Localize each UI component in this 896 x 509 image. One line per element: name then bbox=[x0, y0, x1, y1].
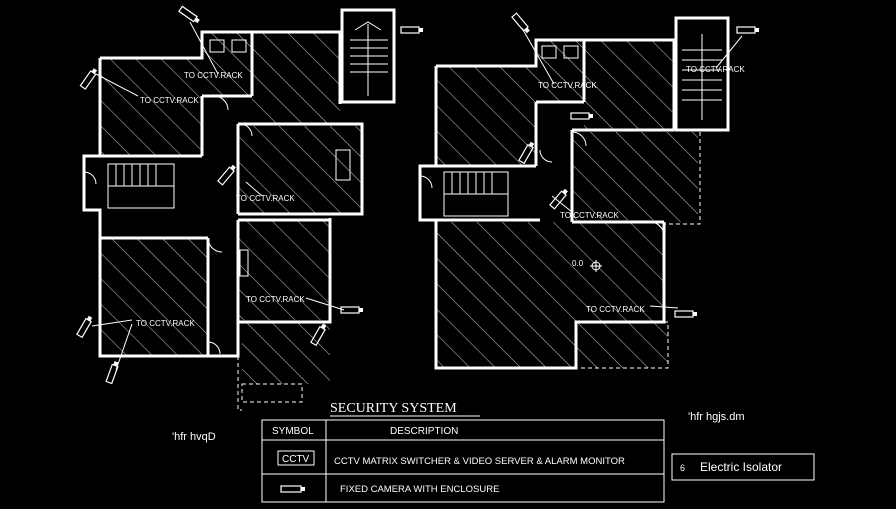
rack-label: TO CCTV.RACK bbox=[140, 96, 199, 105]
rack-label: TO CCTV.RACK bbox=[538, 81, 597, 90]
camera-icon bbox=[76, 314, 94, 338]
level-mark: 0.0 bbox=[572, 259, 584, 268]
camera-icon bbox=[340, 306, 364, 314]
camera-icon bbox=[217, 163, 238, 186]
camera-icon bbox=[736, 26, 760, 34]
rack-label: TO CCTV.RACK bbox=[246, 295, 305, 304]
note-right: 'hfr hgjs.dm bbox=[688, 411, 745, 423]
drawing-title: SECURITY SYSTEM bbox=[330, 401, 457, 416]
legend-table: SYMBOL DESCRIPTION CCTV CCTV MATRIX SWIT… bbox=[261, 419, 665, 503]
camera-icon bbox=[549, 187, 570, 210]
camera-icon bbox=[400, 26, 424, 34]
camera-icon bbox=[511, 12, 532, 35]
camera-icon bbox=[674, 310, 698, 318]
camera-icon bbox=[79, 67, 99, 90]
rack-label: TO CCTV.RACK bbox=[560, 211, 619, 220]
stair-top-right bbox=[682, 34, 722, 120]
fixed-camera-symbol-icon bbox=[280, 485, 305, 493]
camera-icon bbox=[178, 5, 201, 25]
legend-header-description: DESCRIPTION bbox=[390, 426, 458, 437]
cctv-symbol-label: CCTV bbox=[282, 454, 310, 465]
rack-label: TO CCTV.RACK bbox=[686, 65, 745, 74]
right-floor-plan: TO CCTV.RACK TO CCTV.RACK TO CCTV.RACK T… bbox=[418, 12, 760, 370]
isolator-symbol-icon: 6 bbox=[680, 463, 685, 473]
rack-label: TO CCTV.RACK bbox=[236, 194, 295, 203]
note-left: 'hfr hvqD bbox=[172, 431, 216, 443]
isolator-label: Electric Isolator bbox=[700, 460, 782, 474]
left-floor-plan: TO CCTV.RACK TO CCTV.RACK TO CCTV.RACK T… bbox=[76, 5, 424, 411]
electric-isolator-legend: 6 Electric Isolator bbox=[671, 453, 815, 481]
stair-top-left bbox=[350, 21, 388, 96]
camera-icon bbox=[105, 360, 120, 385]
rack-label: TO CCTV.RACK bbox=[184, 71, 243, 80]
rack-label: TO CCTV.RACK bbox=[586, 305, 645, 314]
legend-header-symbol: SYMBOL bbox=[272, 426, 314, 437]
legend-row1-description: CCTV MATRIX SWITCHER & VIDEO SERVER & AL… bbox=[334, 456, 625, 467]
legend-row2-description: FIXED CAMERA WITH ENCLOSURE bbox=[340, 484, 499, 495]
cctv-symbol-box bbox=[277, 450, 315, 466]
rack-label: TO CCTV.RACK bbox=[136, 319, 195, 328]
